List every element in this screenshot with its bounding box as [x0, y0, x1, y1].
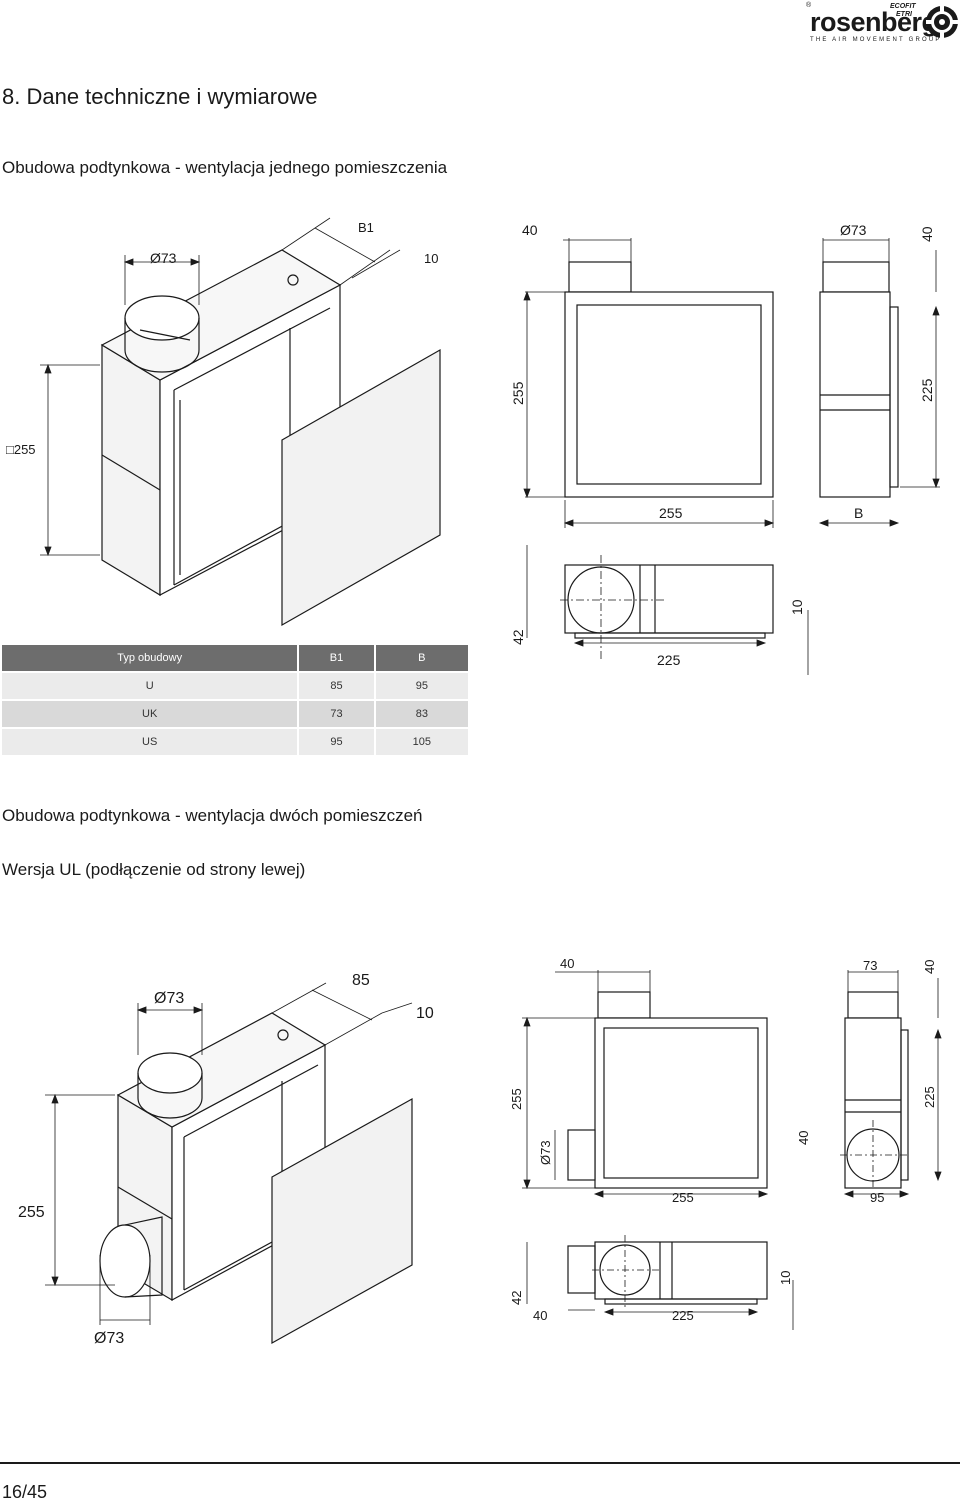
- dim-iso2-gap: 10: [416, 1005, 434, 1022]
- table-header-b1: B1: [298, 645, 376, 672]
- dim-bottom-depth: 42: [510, 629, 526, 645]
- table-header-type: Typ obudowy: [2, 645, 300, 672]
- table-row: UK 73 83: [2, 699, 468, 728]
- dim-side-width: B: [854, 505, 863, 521]
- housing-type-table: Typ obudowy B1 B U 85 95 UK 73 83 US 95 …: [2, 645, 468, 755]
- dim-iso-duct-diameter: Ø73: [150, 250, 177, 266]
- dim2-front-duct-diameter: Ø73: [538, 1140, 553, 1165]
- dim2-side-height: 225: [922, 1086, 937, 1108]
- rosenberg-logo: rosenberg ECOFIT ETRI ® THE AIR MOVEMENT…: [800, 0, 960, 46]
- table-cell: U: [2, 671, 300, 700]
- dim-bottom-gap: 10: [789, 599, 805, 615]
- logo-brand: rosenberg: [810, 7, 938, 37]
- dim-side-duct-diameter: Ø73: [840, 222, 867, 238]
- ortho-drawing-two-rooms: 40 255 Ø73 255 73 40 225 40 95 42 40 225…: [509, 956, 942, 1330]
- iso-drawing-two-rooms: Ø73 85 10 255 Ø73: [18, 972, 434, 1347]
- dim-iso2-height: 255: [18, 1204, 45, 1221]
- dim2-side-width-top: 73: [863, 958, 877, 973]
- dim-side-top: 40: [919, 226, 935, 242]
- dim2-front-height: 255: [509, 1088, 524, 1110]
- dim-iso2-duct-top: Ø73: [154, 990, 184, 1007]
- subsection-title-two-rooms: Obudowa podtynkowa - wentylacja dwóch po…: [2, 806, 423, 825]
- section-title: 8. Dane techniczne i wymiarowe: [2, 84, 318, 109]
- dim-iso2-b1: 85: [352, 972, 370, 989]
- logo-registered: ®: [806, 1, 812, 9]
- dim2-bottom-gap: 10: [778, 1271, 793, 1285]
- subsection-title-one-room: Obudowa podtynkowa - wentylacja jednego …: [2, 158, 448, 177]
- table-cell: 83: [374, 699, 468, 728]
- footer-rule: [0, 1462, 960, 1464]
- table-cell: 105: [374, 727, 468, 755]
- dim2-side-width: 95: [870, 1190, 884, 1205]
- dim2-front-top: 40: [560, 956, 574, 971]
- table-header-row: Typ obudowy B1 B: [2, 645, 468, 672]
- dim-iso2-duct-side: Ø73: [94, 1330, 124, 1347]
- table-cell: US: [2, 727, 300, 755]
- page-number: 16/45: [2, 1482, 48, 1502]
- dim-iso-gap: 10: [424, 251, 438, 266]
- logo-subbrand-etri: ETRI: [896, 11, 913, 18]
- table-cell: 95: [374, 671, 468, 700]
- logo-tagline: THE AIR MOVEMENT GROUP: [810, 37, 942, 43]
- dim2-bottom-width: 225: [672, 1308, 694, 1323]
- dim-front-width: 255: [659, 505, 683, 521]
- dim-side-height: 225: [919, 378, 935, 402]
- table-header-b: B: [374, 645, 468, 672]
- dim2-bottom-left: 40: [533, 1308, 547, 1323]
- iso-drawing-one-room: Ø73 B1 10 □255: [6, 217, 441, 627]
- dim2-side-top: 40: [922, 960, 937, 974]
- table-cell: UK: [2, 699, 300, 728]
- dim2-side-lower: 40: [796, 1131, 811, 1145]
- table-row: U 85 95: [2, 671, 468, 700]
- fan-wheel-icon: [926, 6, 958, 38]
- logo-subbrand-ecofit: ECOFIT: [890, 3, 916, 10]
- table-cell: 95: [298, 727, 376, 755]
- dim2-bottom-depth: 42: [509, 1291, 524, 1305]
- dim-iso-b1: B1: [358, 220, 374, 235]
- table-row: US 95 105: [2, 727, 468, 755]
- ortho-drawing-one-room: 40 255 255 Ø73 40 225 B 42 225 10: [510, 222, 940, 675]
- table-cell: 85: [298, 671, 376, 700]
- dim-front-height: 255: [510, 381, 526, 405]
- dim-front-top: 40: [522, 222, 538, 238]
- logo-graphic: rosenberg ECOFIT ETRI ® THE AIR MOVEMENT…: [806, 1, 958, 43]
- dim2-front-width: 255: [672, 1190, 694, 1205]
- subsection-title-ul-version: Wersja UL (podłączenie od strony lewej): [2, 860, 306, 879]
- dim-iso-height: □255: [6, 442, 36, 457]
- table-cell: 73: [298, 699, 376, 728]
- dim-bottom-width: 225: [657, 652, 681, 668]
